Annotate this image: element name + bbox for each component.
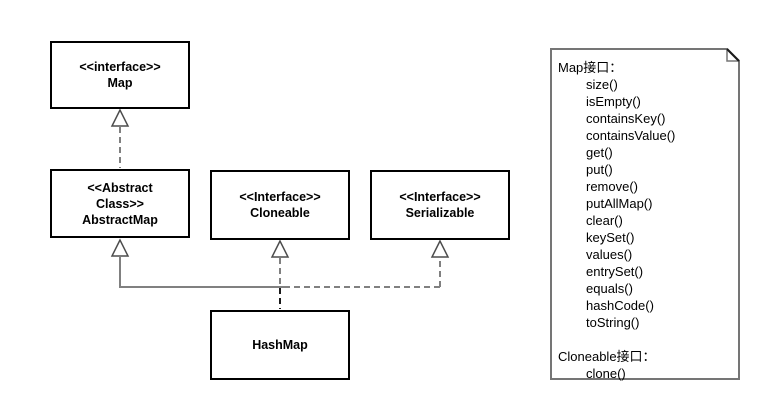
note-method: isEmpty() [586, 94, 641, 109]
note-method: equals() [586, 281, 633, 296]
note-map-section-title: Map接口： [558, 60, 623, 75]
note-shape [550, 48, 740, 380]
note-method: hashCode() [586, 298, 654, 313]
note-method: size() [586, 77, 618, 92]
note-method: put() [586, 162, 613, 177]
note-fold-flap [726, 49, 739, 62]
cloneable-stereotype: <<Interface>> [239, 190, 321, 204]
cloneable-name: Cloneable [250, 206, 310, 220]
class-box-serializable: <<Interface>> Serializable [370, 170, 510, 240]
note-method: containsValue() [586, 128, 676, 143]
note-fold-diagonal [726, 48, 740, 62]
abstractmap-stereotype-line2: Class>> [96, 196, 144, 211]
note-cloneable-section-title: Cloneable接口： [558, 349, 656, 364]
hollow-triangle-map [110, 108, 130, 127]
note-content: Map接口： size() isEmpty() containsKey() co… [550, 48, 740, 381]
note-method: clear() [586, 213, 623, 228]
serializable-stereotype: <<Interface>> [399, 190, 481, 204]
note-method: clone() [586, 366, 626, 381]
map-name: Map [107, 76, 133, 90]
hollow-triangle-cloneable [270, 239, 290, 258]
note-method: entrySet() [586, 264, 644, 279]
note-method: putAllMap() [586, 196, 653, 211]
note-method: get() [586, 145, 613, 160]
note-method: values() [586, 247, 633, 262]
class-box-hashmap: HashMap [210, 310, 350, 380]
hollow-triangle-abstractmap [110, 238, 130, 257]
note-method: keySet() [586, 230, 635, 245]
serializable-name: Serializable [405, 206, 475, 220]
abstractmap-name: AbstractMap [82, 212, 158, 227]
note-method: toString() [586, 315, 640, 330]
hashmap-name: HashMap [252, 338, 308, 352]
hollow-triangle-serializable [430, 239, 450, 258]
abstractmap-stereotype-line1: <<Abstract [87, 180, 153, 195]
note-method: remove() [586, 179, 639, 194]
class-box-abstractmap: <<Abstract Class>> AbstractMap [50, 169, 190, 238]
class-box-cloneable: <<Interface>> Cloneable [210, 170, 350, 240]
note-method: containsKey() [586, 111, 666, 126]
map-stereotype: <<interface>> [79, 60, 161, 74]
class-box-map: <<interface>> Map [50, 41, 190, 109]
